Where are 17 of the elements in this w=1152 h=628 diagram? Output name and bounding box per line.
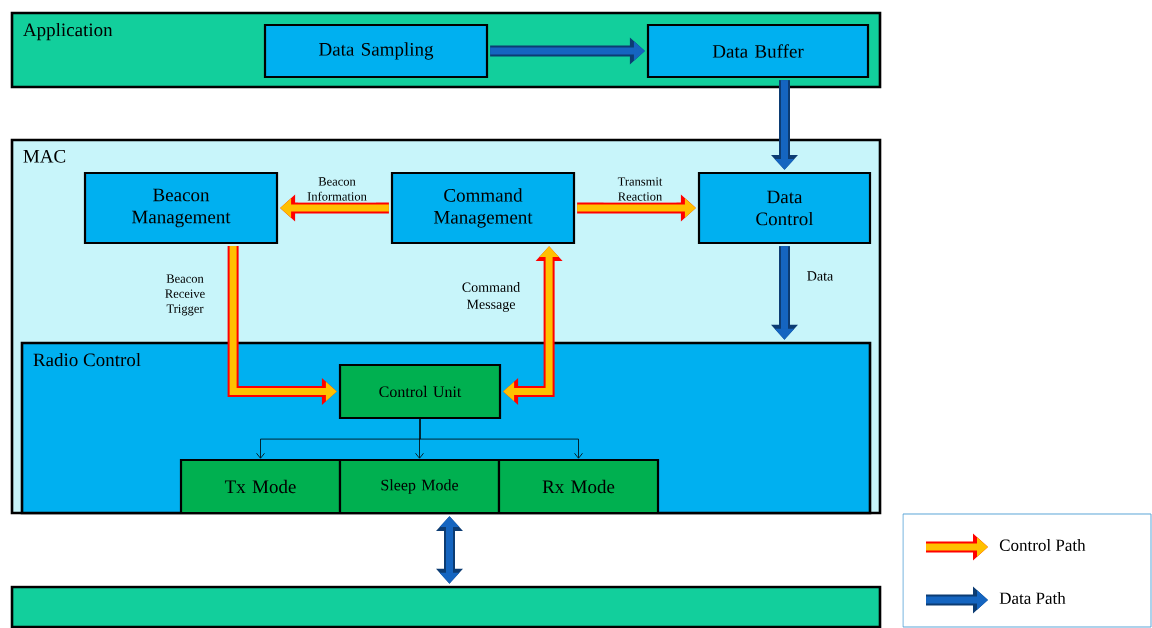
process-box: Data Sampling: [263, 23, 489, 79]
process-box: Beacon Management: [83, 171, 279, 245]
process-box: Data Buffer: [646, 23, 870, 79]
layer-panel: [10, 585, 882, 628]
edge-label: Command Message: [449, 280, 533, 314]
legend-text: Data Path: [999, 592, 1066, 604]
process-box: Data Control: [697, 171, 872, 245]
mode-box: Rx Mode: [497, 458, 660, 515]
mode-box: Tx Mode: [179, 458, 342, 515]
edge-label: Beacon Receive Trigger: [153, 273, 217, 317]
legend-text: Control Path: [999, 539, 1086, 551]
process-box: Command Management: [390, 171, 576, 245]
mode-box: Sleep Mode: [338, 458, 501, 515]
arrow: [419, 418, 583, 459]
edge-label: Transmit Reaction: [603, 175, 677, 203]
unit-box: Control Unit: [338, 363, 502, 420]
edge-label: Beacon Information: [298, 175, 376, 203]
